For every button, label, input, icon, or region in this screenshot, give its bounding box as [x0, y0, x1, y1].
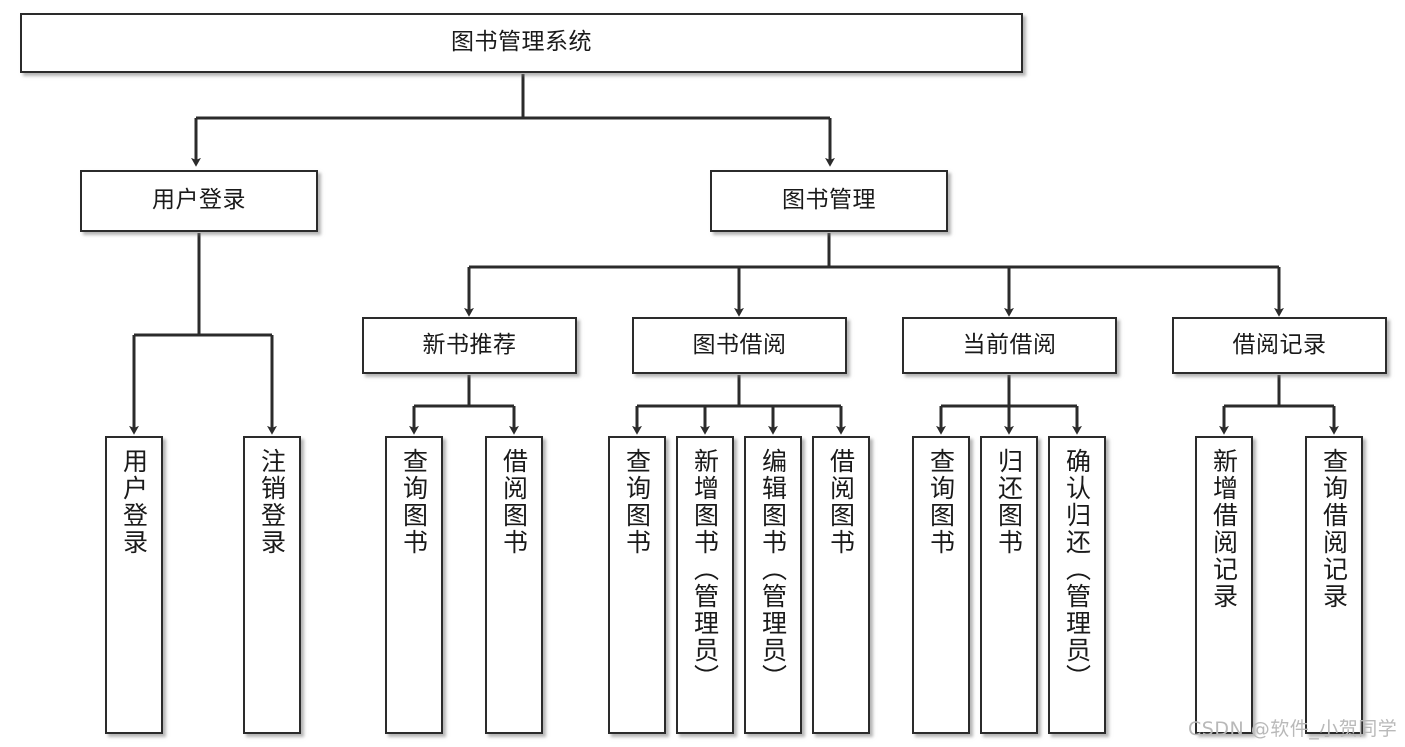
leaf-borrow-records-add[interactable]: 新增借阅记录 [1195, 436, 1253, 734]
node-label: 归还图书 [994, 448, 1024, 556]
node-book-borrow[interactable]: 图书借阅 [632, 317, 847, 374]
node-label: 图书借阅 [692, 331, 787, 358]
node-label: 查询借阅记录 [1319, 448, 1349, 610]
node-new-book-recommend[interactable]: 新书推荐 [362, 317, 577, 374]
node-label: 新增借阅记录 [1209, 448, 1239, 610]
node-label: 查询图书 [399, 448, 429, 556]
node-label: 查询图书 [622, 448, 652, 556]
leaf-book-borrow-add[interactable]: 新增图书（管理员） [676, 436, 734, 734]
node-root-system[interactable]: 图书管理系统 [20, 13, 1023, 73]
node-book-manage[interactable]: 图书管理 [710, 170, 948, 232]
leaf-new-book-borrow[interactable]: 借阅图书 [485, 436, 543, 734]
node-label: 当前借阅 [962, 331, 1057, 358]
node-label: 借阅记录 [1232, 331, 1327, 358]
node-user-login[interactable]: 用户登录 [80, 170, 318, 232]
leaf-borrow-records-query[interactable]: 查询借阅记录 [1305, 436, 1363, 734]
node-label: 借阅图书 [499, 448, 529, 556]
leaf-book-borrow-edit[interactable]: 编辑图书（管理员） [744, 436, 802, 734]
leaf-user-login-logout[interactable]: 注销登录 [243, 436, 301, 734]
leaf-new-book-query[interactable]: 查询图书 [385, 436, 443, 734]
node-label: 借阅图书 [826, 448, 856, 556]
node-label: 用户登录 [119, 448, 149, 556]
node-borrow-records[interactable]: 借阅记录 [1172, 317, 1387, 374]
node-label: 查询图书 [926, 448, 956, 556]
node-label: 编辑图书（管理员） [758, 448, 788, 691]
leaf-book-borrow-query[interactable]: 查询图书 [608, 436, 666, 734]
node-label: 用户登录 [152, 187, 246, 214]
leaf-book-borrow-borrow[interactable]: 借阅图书 [812, 436, 870, 734]
node-label: 新增图书（管理员） [690, 448, 720, 691]
node-label: 图书管理系统 [451, 29, 592, 56]
node-current-borrow[interactable]: 当前借阅 [902, 317, 1117, 374]
node-label: 确认归还（管理员） [1062, 448, 1092, 691]
node-label: 注销登录 [257, 448, 287, 556]
leaf-current-borrow-return[interactable]: 归还图书 [980, 436, 1038, 734]
node-label: 新书推荐 [422, 331, 517, 358]
node-label: 图书管理 [782, 187, 876, 214]
leaf-user-login-login[interactable]: 用户登录 [105, 436, 163, 734]
leaf-current-borrow-query[interactable]: 查询图书 [912, 436, 970, 734]
leaf-current-borrow-confirm[interactable]: 确认归还（管理员） [1048, 436, 1106, 734]
